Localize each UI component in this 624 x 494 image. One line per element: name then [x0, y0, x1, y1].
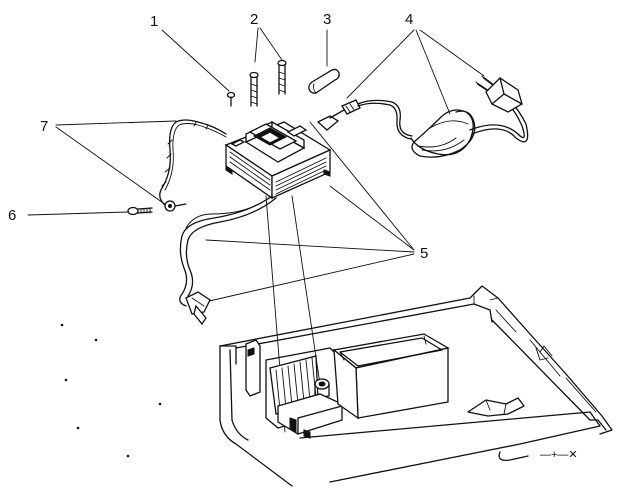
callout-3: 3 — [323, 11, 331, 28]
callout-2: 2 — [250, 11, 258, 28]
leader-4c — [419, 29, 485, 77]
tray-front-left-wall — [219, 345, 293, 487]
leader-2a — [254, 27, 259, 63]
transformer-assembly — [224, 120, 332, 200]
scan-dot — [94, 338, 98, 342]
alignment-line-right — [291, 195, 321, 385]
scan-dot — [126, 454, 130, 458]
callout-6: 6 — [8, 207, 16, 224]
tray-back-rim — [219, 285, 613, 435]
scan-dot — [60, 323, 64, 327]
callout-7: 7 — [40, 118, 48, 135]
leader-2b — [259, 27, 283, 61]
power-cord — [316, 75, 529, 158]
leader-5c — [205, 239, 415, 253]
leader-1 — [161, 29, 230, 92]
callout-1: 1 — [150, 13, 158, 30]
scan-dot — [64, 378, 68, 382]
leader-5a — [309, 121, 415, 251]
ground-wire — [159, 119, 227, 212]
callout-4: 4 — [405, 11, 413, 28]
base-tray — [219, 285, 613, 487]
mounting-screws-pair — [249, 59, 287, 107]
leader-7a — [55, 120, 177, 126]
leader-4b — [415, 29, 451, 115]
low-voltage-leads — [179, 195, 277, 326]
mounting-screw-small — [226, 91, 236, 107]
scan-dot — [76, 426, 80, 430]
callout-5: 5 — [420, 245, 428, 262]
leader-4a — [346, 29, 415, 99]
leader-5b — [329, 185, 415, 251]
leader-7b — [55, 126, 167, 206]
strain-relief-bushing — [308, 68, 340, 94]
leader-lines — [27, 27, 485, 303]
corner-mark: —+—✕ — [540, 449, 578, 461]
leader-6 — [27, 211, 129, 216]
leader-5d — [204, 253, 415, 303]
scan-dot — [158, 402, 162, 406]
ground-screw — [127, 206, 153, 216]
